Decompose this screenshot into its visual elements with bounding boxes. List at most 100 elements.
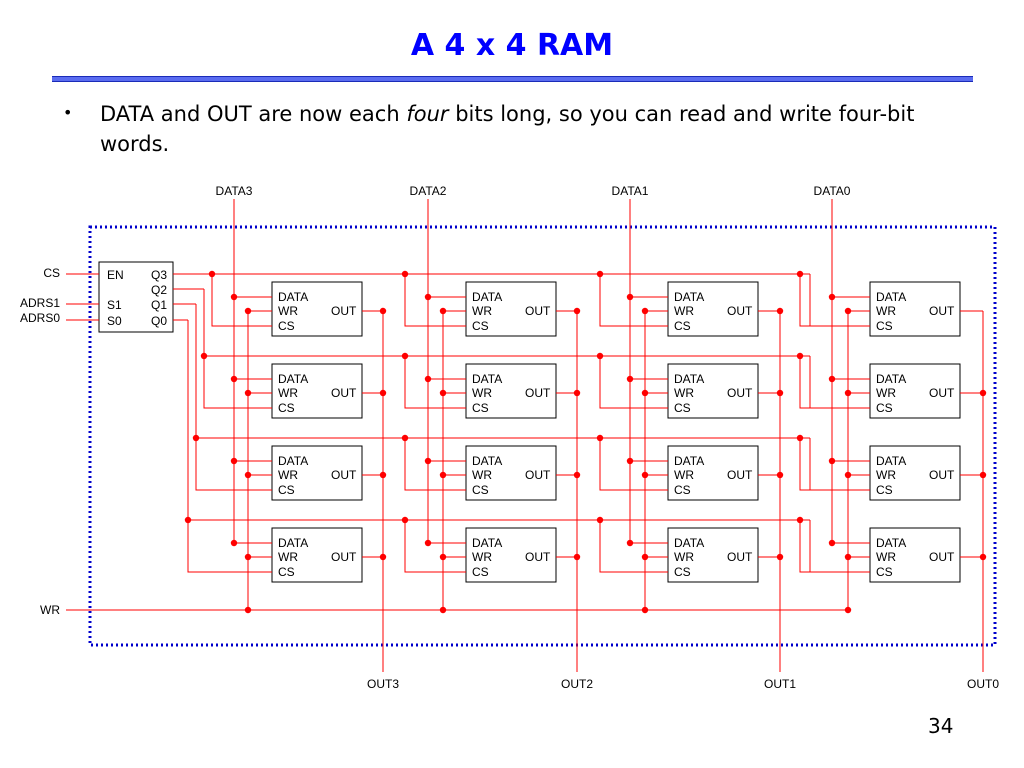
cell-label-data: DATA — [472, 372, 502, 386]
junction-dot — [439, 307, 447, 315]
output-label: OUT3 — [367, 677, 399, 691]
cell-cs-wire — [211, 274, 272, 327]
cell-cs-wire — [404, 356, 466, 409]
cell-label-out: OUT — [331, 550, 357, 564]
memory-cell — [271, 281, 363, 337]
junction-dot — [244, 471, 252, 479]
input-label-adrs1: ADRS1 — [20, 296, 60, 310]
cell-label-wr: WR — [278, 304, 298, 318]
junction-dot — [573, 389, 581, 397]
junction-dot — [230, 293, 238, 301]
decoder-label-s0: S0 — [107, 314, 122, 328]
cell-label-data: DATA — [278, 454, 308, 468]
cell-label-wr: WR — [472, 386, 492, 400]
input-label-cs: CS — [43, 266, 60, 280]
cell-label-out: OUT — [929, 550, 955, 564]
cell-cs-wire — [599, 356, 668, 409]
junction-dot — [401, 352, 409, 360]
cell-label-wr: WR — [278, 550, 298, 564]
cell-label-data: DATA — [876, 536, 906, 550]
memory-cell — [465, 445, 557, 501]
junction-dot — [641, 307, 649, 315]
title-underline — [52, 76, 973, 82]
cell-label-data: DATA — [278, 536, 308, 550]
cell-label-out: OUT — [525, 386, 551, 400]
page-number: 34 — [928, 714, 954, 738]
junction-dot — [244, 389, 252, 397]
junction-dot — [641, 389, 649, 397]
cell-cs-wire — [203, 356, 272, 409]
cell-label-out: OUT — [331, 386, 357, 400]
memory-cell — [271, 445, 363, 501]
cell-label-cs: CS — [876, 319, 893, 333]
cell-label-wr: WR — [876, 386, 896, 400]
cell-label-data: DATA — [674, 290, 704, 304]
junction-dot — [796, 352, 804, 360]
memory-cell — [465, 527, 557, 583]
junction-dot — [596, 516, 604, 524]
cell-label-cs: CS — [674, 565, 691, 579]
cell-label-wr: WR — [674, 304, 694, 318]
junction-dot — [776, 553, 784, 561]
junction-dot — [626, 375, 634, 383]
data-input-label: DATA1 — [612, 184, 649, 198]
output-label: OUT1 — [764, 677, 796, 691]
cell-label-cs: CS — [472, 401, 489, 415]
cell-label-out: OUT — [929, 304, 955, 318]
junction-dot — [439, 553, 447, 561]
junction-dot — [979, 471, 987, 479]
junction-dot — [379, 307, 387, 315]
cell-label-cs: CS — [674, 483, 691, 497]
junction-dot — [230, 375, 238, 383]
cell-label-out: OUT — [727, 550, 753, 564]
junction-dot — [401, 270, 409, 278]
cell-label-wr: WR — [472, 550, 492, 564]
junction-dot — [626, 539, 634, 547]
junction-dot — [244, 553, 252, 561]
cell-label-out: OUT — [727, 468, 753, 482]
cell-label-wr: WR — [674, 550, 694, 564]
cell-label-data: DATA — [876, 290, 906, 304]
junction-dot — [979, 553, 987, 561]
cell-label-wr: WR — [876, 304, 896, 318]
junction-dot — [828, 539, 836, 547]
cell-label-out: OUT — [929, 386, 955, 400]
input-label-adrs0: ADRS0 — [20, 311, 60, 325]
junction-dot — [424, 539, 432, 547]
input-label-wr: WR — [40, 603, 60, 617]
junction-dot — [828, 457, 836, 465]
cell-label-data: DATA — [472, 536, 502, 550]
junction-dot — [379, 471, 387, 479]
junction-dot — [439, 389, 447, 397]
junction-dot — [626, 457, 634, 465]
memory-cell — [667, 527, 759, 583]
cell-label-cs: CS — [278, 319, 295, 333]
junction-dot — [844, 606, 852, 614]
cell-cs-wire — [599, 274, 668, 327]
junction-dot — [230, 457, 238, 465]
junction-dot — [776, 307, 784, 315]
cell-label-wr: WR — [472, 304, 492, 318]
junction-dot — [776, 389, 784, 397]
cell-label-out: OUT — [525, 304, 551, 318]
cell-cs-wire — [404, 274, 466, 327]
cell-label-wr: WR — [674, 468, 694, 482]
junction-dot — [641, 606, 649, 614]
cell-label-cs: CS — [472, 565, 489, 579]
junction-dot — [573, 307, 581, 315]
cell-label-out: OUT — [525, 550, 551, 564]
cell-label-out: OUT — [525, 468, 551, 482]
cell-cs-wire — [187, 520, 272, 573]
cell-label-cs: CS — [472, 319, 489, 333]
junction-dot — [776, 471, 784, 479]
junction-dot — [573, 553, 581, 561]
junction-dot — [596, 434, 604, 442]
cell-label-cs: CS — [472, 483, 489, 497]
junction-dot — [596, 270, 604, 278]
junction-dot — [844, 307, 852, 315]
junction-dot — [979, 389, 987, 397]
cell-cs-wire — [599, 520, 668, 573]
cell-label-data: DATA — [674, 454, 704, 468]
junction-dot — [379, 553, 387, 561]
slide-title: A 4 x 4 RAM — [410, 28, 614, 63]
